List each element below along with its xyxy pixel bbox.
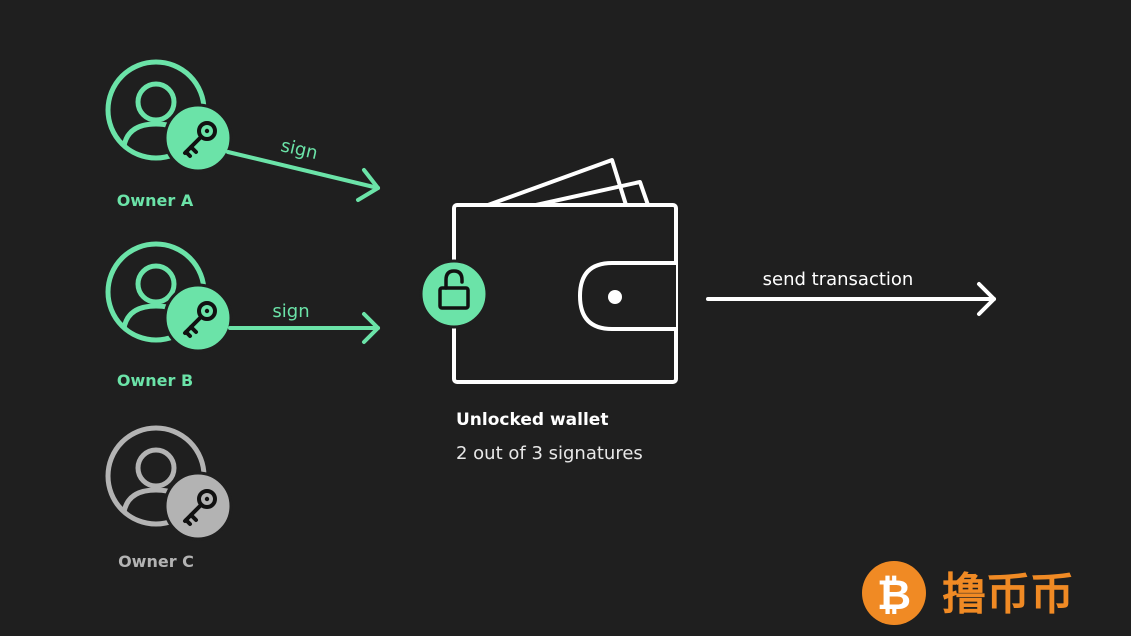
clasp-button <box>608 290 622 304</box>
owner-b: Owner B <box>105 241 233 390</box>
owner-label: Owner B <box>117 371 193 390</box>
send-arrow: send transaction <box>706 269 996 316</box>
sign-arrow-a: sign <box>226 135 380 202</box>
wallet-title: Unlocked wallet <box>456 410 608 430</box>
logo: ₿ 撸币币 <box>862 561 1074 625</box>
sign-label: sign <box>279 135 320 164</box>
logo-text: 撸币币 <box>942 569 1074 620</box>
owner-label: Owner C <box>118 552 194 571</box>
bitcoin-icon: ₿ <box>862 561 926 625</box>
send-label: send transaction <box>763 269 914 290</box>
svg-text:₿: ₿ <box>877 570 911 619</box>
wallet-icon <box>452 158 678 384</box>
key-badge-icon <box>163 471 233 541</box>
owner-label: Owner A <box>117 191 194 210</box>
unlocked-padlock-icon <box>419 259 489 329</box>
sign-label: sign <box>272 301 309 322</box>
owner-c: Owner C <box>105 425 233 571</box>
key-badge-icon <box>163 103 233 173</box>
sign-arrow-b: sign <box>228 301 380 344</box>
owner-a: Owner A <box>105 59 233 210</box>
wallet: Unlocked wallet 2 out of 3 signatures <box>419 158 678 464</box>
key-badge-icon <box>163 283 233 353</box>
wallet-subtitle: 2 out of 3 signatures <box>456 443 643 464</box>
